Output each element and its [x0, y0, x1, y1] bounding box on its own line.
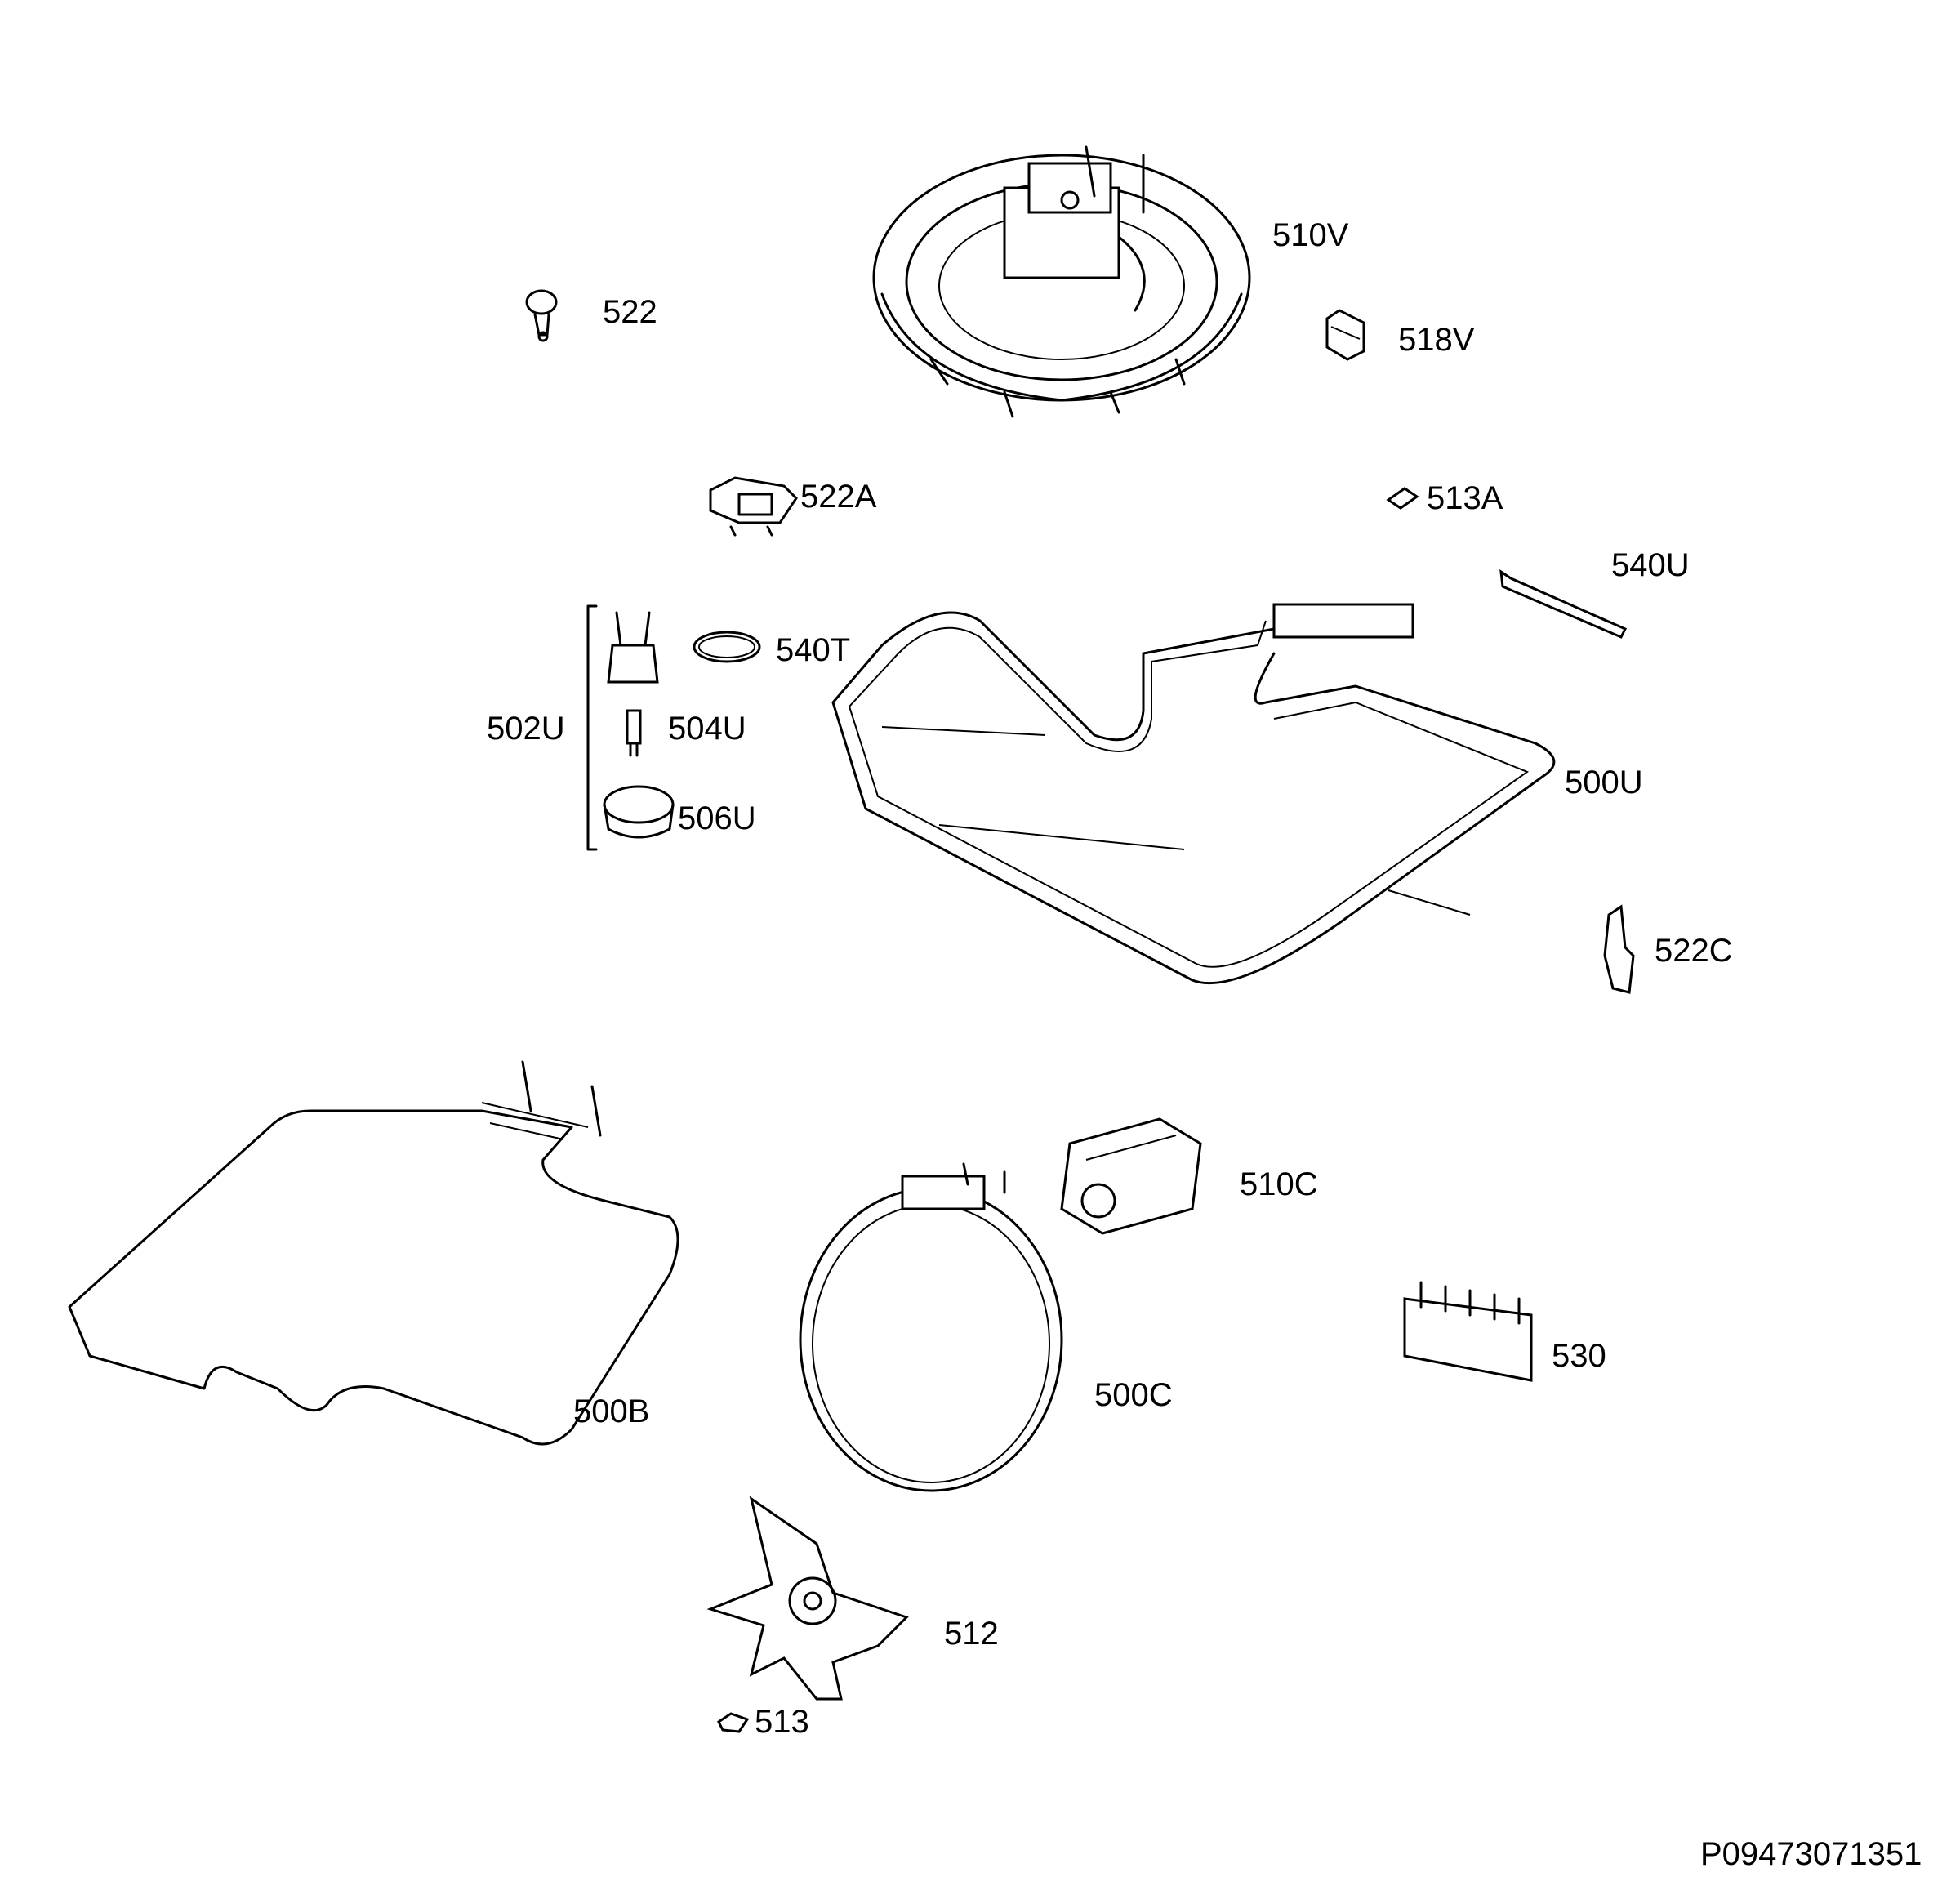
label-500C: 500C	[1094, 1377, 1173, 1413]
part-502U-group-bracket	[586, 604, 598, 851]
part-510V-fan-assembly	[872, 145, 1251, 418]
label-500U: 500U	[1565, 765, 1643, 800]
part-518V-bracket	[1325, 309, 1365, 361]
label-502U: 502U	[487, 711, 565, 747]
label-530: 530	[1552, 1338, 1606, 1374]
part-530-terminal-block	[1403, 1281, 1533, 1382]
part-510C-motor	[1060, 1117, 1202, 1235]
label-540U: 540U	[1611, 547, 1690, 583]
part-500B-lower-element	[68, 1060, 679, 1446]
part-513-nut	[717, 1712, 750, 1733]
label-500B: 500B	[573, 1393, 650, 1429]
part-522C-sensor	[1603, 904, 1635, 994]
label-518V: 518V	[1398, 322, 1475, 358]
part-540U-gasket	[1499, 568, 1628, 639]
part-513A-plug	[1386, 487, 1419, 510]
label-522C: 522C	[1655, 933, 1733, 969]
part-500C-circular-element	[799, 1162, 1063, 1492]
part-522A-thermostat	[709, 476, 798, 537]
part-504U-bulb	[626, 709, 642, 757]
part-512-fan-blade	[706, 1496, 909, 1701]
document-code: P09473071351	[1700, 1836, 1922, 1872]
label-510C: 510C	[1240, 1166, 1318, 1202]
label-522: 522	[603, 294, 657, 330]
part-500U-grill-element	[831, 603, 1556, 985]
label-504U: 504U	[668, 711, 746, 747]
label-510V: 510V	[1272, 217, 1349, 253]
part-506U-cover	[603, 785, 675, 839]
label-513: 513	[755, 1704, 809, 1740]
label-512: 512	[944, 1616, 999, 1652]
label-506U: 506U	[678, 800, 756, 836]
part-lamp-holder	[607, 611, 659, 684]
label-540T: 540T	[776, 632, 851, 668]
label-522A: 522A	[800, 479, 877, 515]
label-513A: 513A	[1427, 480, 1503, 516]
part-540T-ring	[693, 631, 761, 663]
part-522-clip	[525, 289, 558, 342]
